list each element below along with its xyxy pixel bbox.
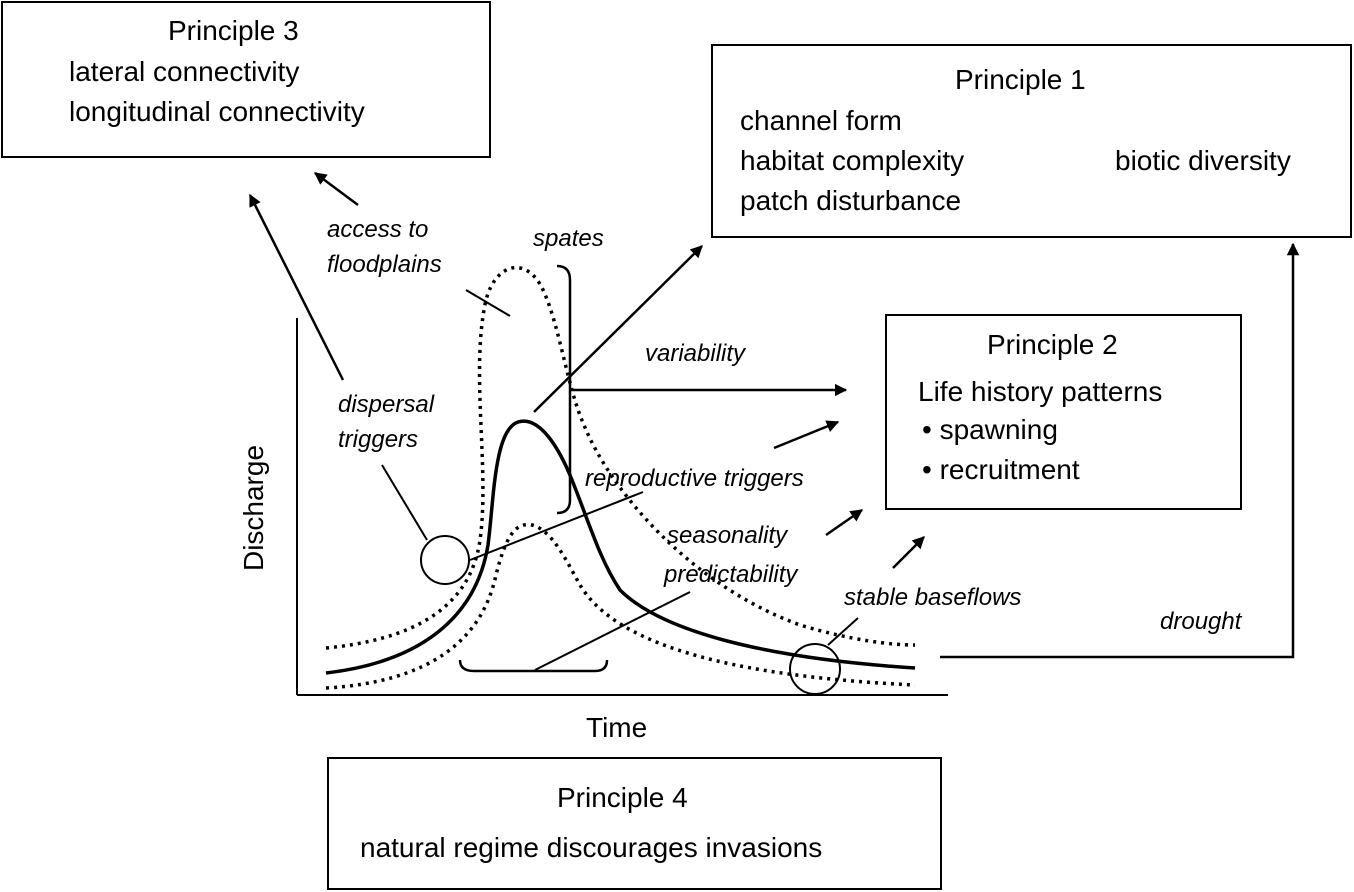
arrow-access-to-principle3 [313, 171, 359, 207]
arrow-baseflows [892, 536, 925, 569]
arrow-reproductive [773, 420, 840, 450]
principle2-heading: Life history patterns [918, 376, 1163, 407]
mean-hydrograph [325, 419, 916, 675]
arrow-seasonality [825, 508, 864, 537]
predictability-leader [534, 591, 691, 671]
principle1-line-3: patch disturbance [740, 185, 962, 216]
spates-bracket [556, 264, 572, 515]
variability-label: variability [645, 340, 746, 367]
x-axis-label: Time [586, 712, 648, 743]
predictability-label: predictability [664, 561, 798, 588]
spates-label: spates [533, 225, 604, 252]
baseflows-label: stable baseflows [844, 584, 1022, 611]
reproductive-leader [469, 491, 644, 561]
principle4-text: natural regime discourages invasions [360, 832, 823, 863]
dispersal-circle [420, 535, 470, 585]
lower-flow-envelope [325, 522, 916, 690]
y-axis-label: Discharge [238, 444, 269, 572]
principle4-box [327, 757, 942, 890]
principle2-bullet-1-text: spawning [939, 414, 1058, 445]
principle2-title: Principle 2 [987, 329, 1118, 360]
principle1-title: Principle 1 [955, 64, 1086, 95]
seasonality-label: seasonality [667, 522, 788, 549]
dispersal-label-2: triggers [338, 426, 419, 453]
baseflow-circle [789, 643, 841, 695]
principle1-box [711, 44, 1352, 238]
bullet-icon: • [922, 454, 932, 485]
dispersal-leader [381, 464, 428, 541]
principle3-line-2: longitudinal connectivity [69, 96, 365, 127]
principle3-title: Principle 3 [168, 15, 299, 46]
principle2-bullet-2-text: recruitment [939, 454, 1080, 485]
access-label-1: access to [327, 216, 429, 243]
bullet-icon: • [922, 414, 932, 445]
principle1-outcome: biotic diversity [1115, 145, 1291, 176]
baseflows-leader [827, 617, 859, 646]
dispersal-label-1: dispersal [338, 391, 435, 418]
drought-label: drought [1160, 608, 1242, 635]
predictability-bracket [458, 659, 609, 673]
principle3-line-1: lateral connectivity [69, 56, 300, 87]
principle1-line-2: habitat complexity [740, 145, 965, 176]
reproductive-label: reproductive triggers [585, 465, 804, 492]
arrow-to-principle3 [248, 193, 345, 381]
principle3-box [1, 1, 491, 158]
principle2-bullet-1: • spawning [922, 413, 1058, 447]
access-label-2: floodplains [327, 251, 442, 278]
arrow-to-principle1 [533, 245, 703, 413]
principle1-line-1: channel form [740, 105, 902, 136]
principle2-bullet-2: • recruitment [922, 453, 1080, 487]
drought-path [940, 242, 1300, 659]
principle4-title: Principle 4 [557, 782, 688, 813]
upper-flow-envelope [325, 265, 916, 650]
principle2-box [885, 314, 1242, 510]
access-leader [465, 289, 511, 317]
